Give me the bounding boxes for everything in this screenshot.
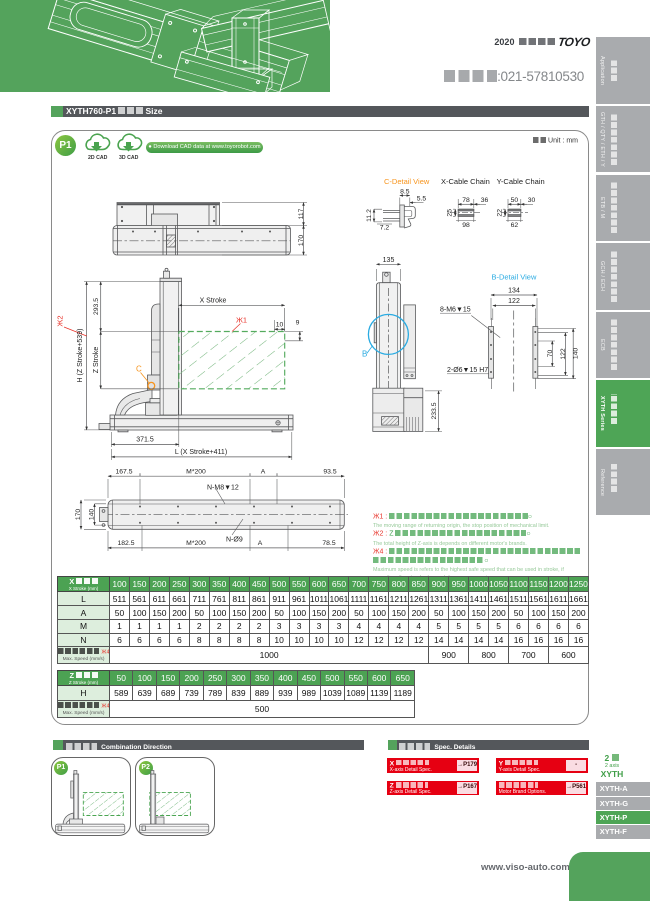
svg-text:140: 140	[89, 509, 96, 521]
svg-text:134: 134	[508, 288, 520, 295]
svg-text:3D CAD: 3D CAD	[119, 155, 139, 161]
svg-text:11.2: 11.2	[366, 209, 373, 222]
svg-text:Z Stroke: Z Stroke	[93, 347, 100, 374]
svg-text:122: 122	[508, 298, 520, 305]
svg-text:L (X Stroke+411): L (X Stroke+411)	[175, 449, 227, 456]
svg-text:170: 170	[298, 235, 305, 247]
svg-text:A: A	[261, 469, 266, 476]
svg-text:X Stroke: X Stroke	[200, 298, 227, 305]
svg-text:A: A	[258, 540, 263, 547]
svg-text:78.5: 78.5	[322, 540, 335, 547]
svg-text:117: 117	[298, 208, 305, 219]
svg-text:H (Z Stroke+539): H (Z Stroke+539)	[77, 329, 84, 383]
svg-text:8-M6▼15: 8-M6▼15	[440, 307, 471, 314]
svg-text:36: 36	[481, 197, 489, 204]
svg-text:293.5: 293.5	[93, 298, 100, 315]
svg-text:78: 78	[462, 197, 470, 204]
svg-text:135: 135	[383, 257, 395, 264]
svg-text:2-Ø6▼15 H7: 2-Ø6▼15 H7	[447, 367, 488, 374]
svg-text:C: C	[136, 365, 142, 374]
svg-text:10: 10	[276, 322, 284, 329]
svg-text:B-Detail View: B-Detail View	[492, 273, 537, 282]
svg-text:5.5: 5.5	[417, 196, 427, 203]
svg-text:122: 122	[560, 348, 567, 360]
svg-text:22: 22	[496, 209, 503, 217]
svg-text:25: 25	[447, 209, 454, 217]
svg-text:Ж1: Ж1	[236, 316, 247, 325]
svg-text:N-M8▼12: N-M8▼12	[207, 485, 239, 492]
svg-text:8.5: 8.5	[400, 189, 410, 196]
svg-text:Ж2: Ж2	[56, 315, 65, 326]
svg-text:170: 170	[75, 509, 82, 521]
svg-text:M*200: M*200	[186, 469, 206, 476]
svg-text:B: B	[362, 350, 367, 359]
svg-text:Y-Cable Chain: Y-Cable Chain	[497, 177, 545, 186]
svg-text:M*200: M*200	[186, 540, 206, 547]
svg-text:62: 62	[511, 222, 519, 229]
svg-text:93.5: 93.5	[323, 469, 336, 476]
svg-text:C-Detail View: C-Detail View	[384, 177, 430, 186]
svg-text:9: 9	[296, 320, 300, 327]
svg-text:2D CAD: 2D CAD	[88, 155, 108, 161]
svg-text:371.5: 371.5	[136, 437, 154, 444]
svg-text:167.5: 167.5	[115, 469, 132, 476]
svg-text:N-Ø9: N-Ø9	[226, 537, 243, 544]
svg-text:X-Cable Chain: X-Cable Chain	[441, 177, 490, 186]
svg-text:182.5: 182.5	[117, 540, 134, 547]
svg-text:7.2: 7.2	[380, 225, 390, 232]
svg-text:140: 140	[572, 348, 579, 360]
svg-text:30: 30	[528, 197, 536, 204]
svg-text:70: 70	[547, 350, 554, 358]
svg-text:98: 98	[462, 222, 470, 229]
svg-text:50: 50	[511, 197, 519, 204]
svg-text:233.5: 233.5	[431, 402, 438, 419]
